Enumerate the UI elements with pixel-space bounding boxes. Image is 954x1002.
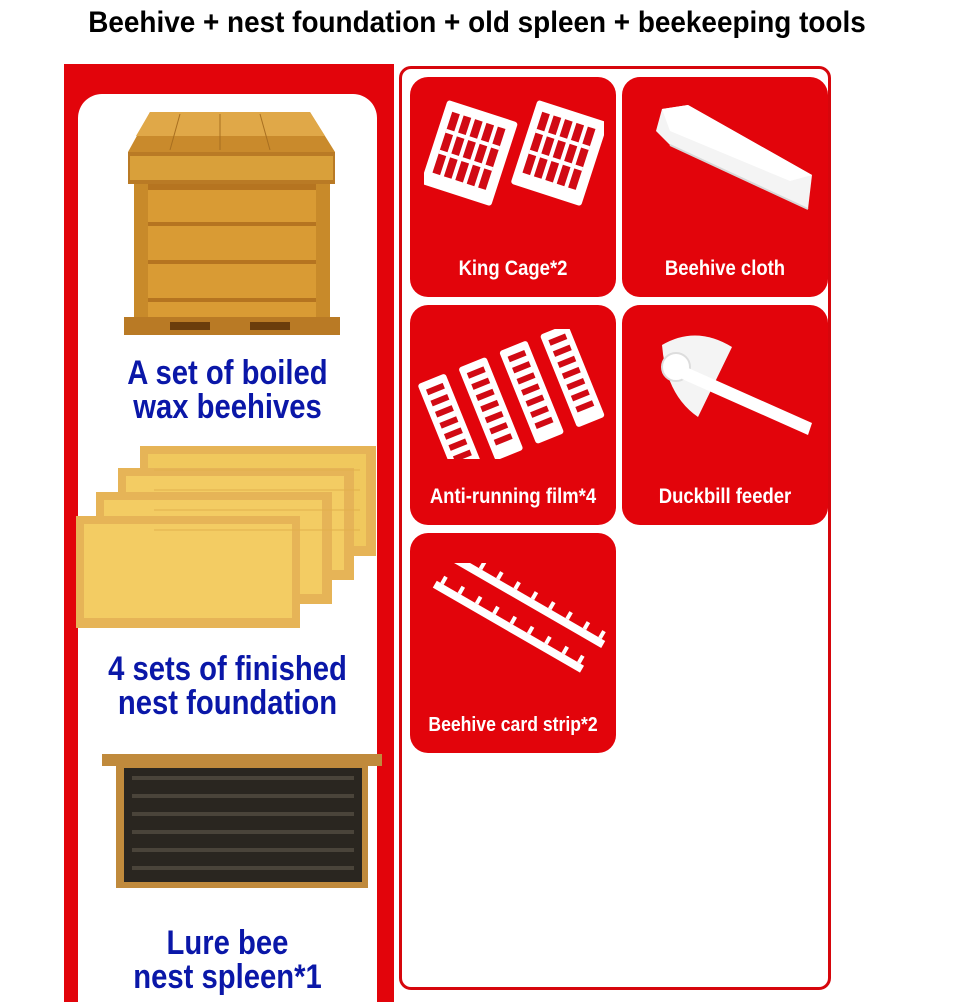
tool-card-anti-running-film: Anti-running film*4 [410,305,616,525]
tool-label-duckbill-feeder: Duckbill feeder [658,485,792,508]
anti-running-film-icon [418,329,605,459]
duckbill-feeder-icon [661,335,812,435]
tool-card-king-cage: King Cage*2 [410,77,616,297]
beehive-caption-line2: wax beehives [133,388,322,426]
king-cage-icon [424,100,604,206]
foundation-caption-line2: nest foundation [117,684,338,722]
page-title: Beehive + nest foundation + old spleen +… [88,6,866,39]
tool-card-beehive-cloth: Beehive cloth [622,77,828,297]
tools-panel: King Cage*2 Beehive cloth [399,66,831,990]
nest-foundation-image [76,446,376,628]
left-inner-card: A set of boiled wax beehives [76,94,382,1002]
left-product-panel: A set of boiled wax beehives [64,64,394,1002]
tool-label-beehive-cloth: Beehive cloth [664,257,786,280]
foundation-caption-line1: 4 sets of finished [108,650,347,688]
tool-label-card-strip: Beehive card strip*2 [428,714,598,736]
beehive-caption-line1: A set of boiled [127,354,328,392]
tool-label-anti-running-film: Anti-running film*4 [429,485,597,508]
nest-spleen-image [102,754,382,888]
tool-card-duckbill-feeder: Duckbill feeder [622,305,828,525]
card-strip-icon [432,563,606,673]
wooden-beehive-image [124,112,340,335]
spleen-caption-line1: Lure bee [166,924,289,962]
beehive-cloth-icon [656,105,812,210]
spleen-caption-line2: nest spleen*1 [133,958,322,996]
tool-card-card-strip: Beehive card strip*2 [410,533,616,753]
tool-label-king-cage: King Cage*2 [458,257,568,280]
